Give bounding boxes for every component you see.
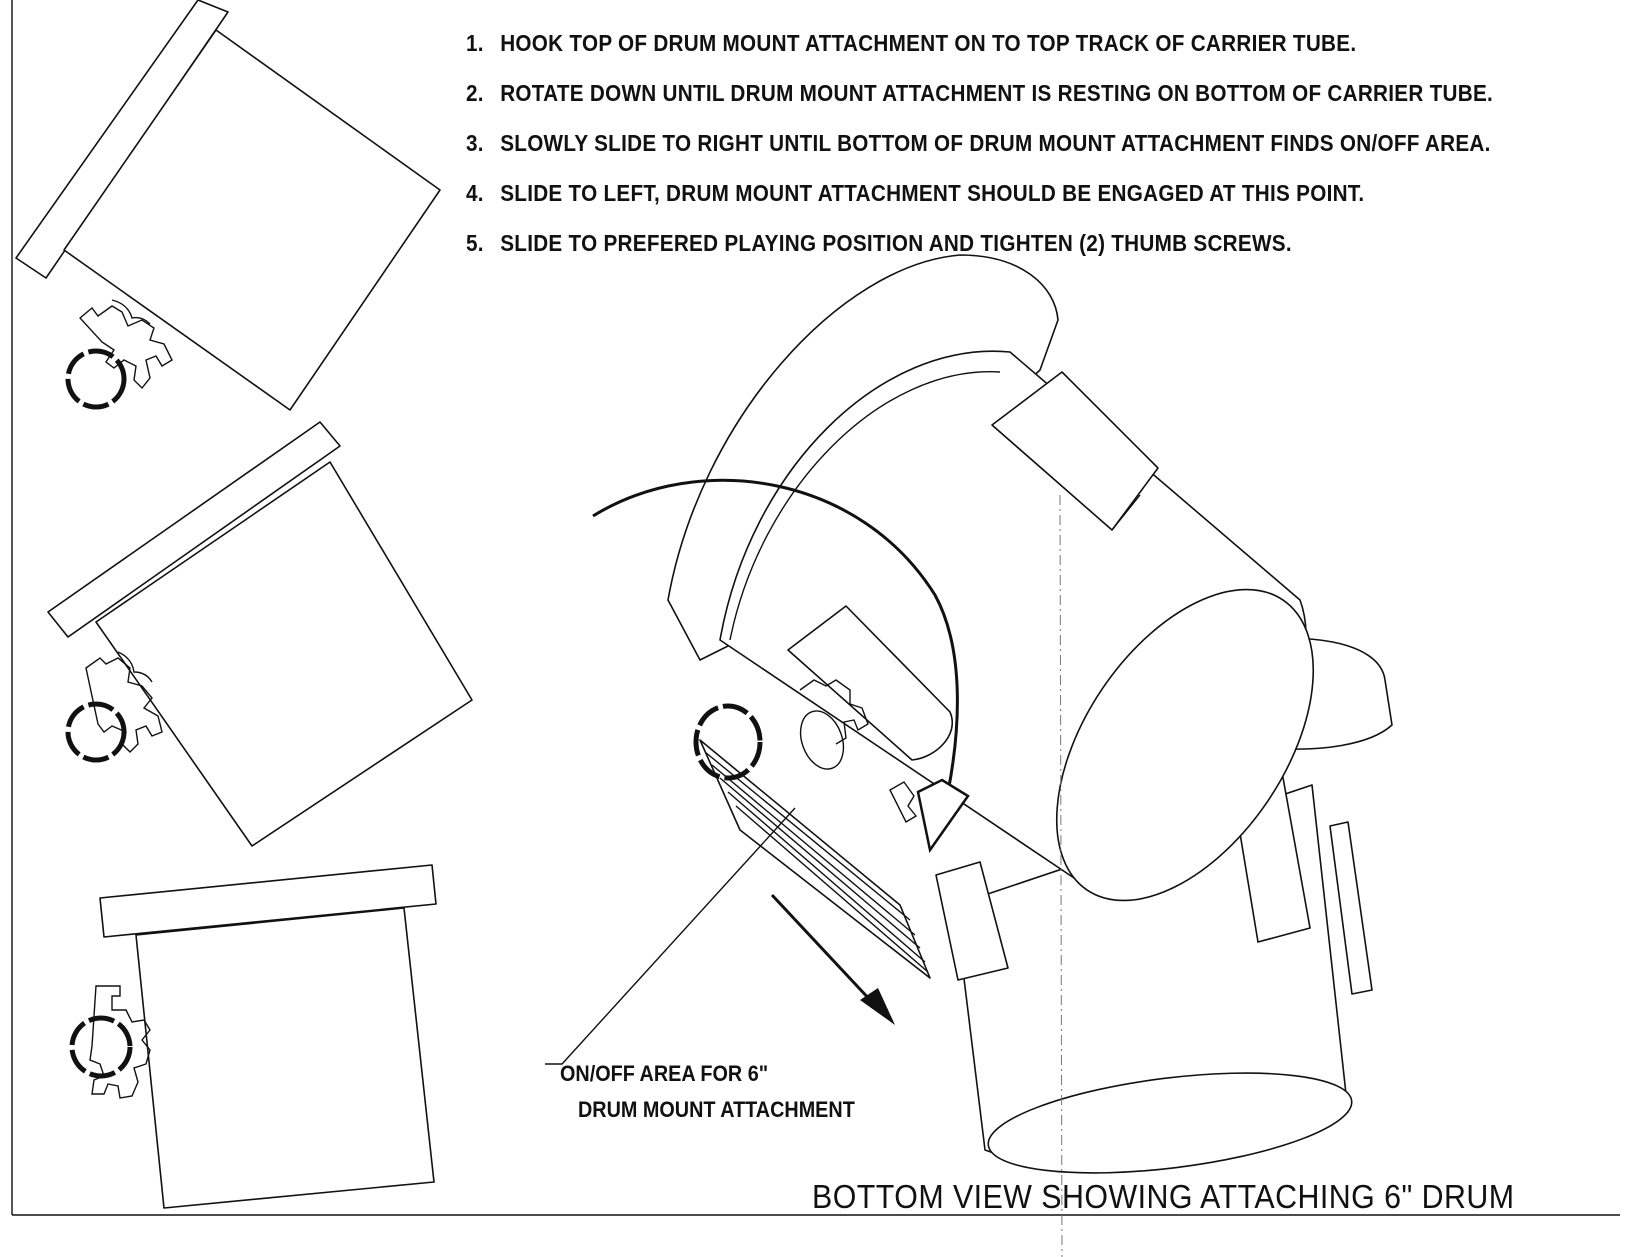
large-drum-inner-rim bbox=[729, 371, 1001, 641]
rotate-down-arrow bbox=[592, 478, 959, 793]
carrier-tube-assembly bbox=[693, 679, 931, 979]
step3-drum-shell bbox=[135, 907, 435, 1209]
drawing-caption: BOTTOM VIEW SHOWING ATTACHING 6" DRUM bbox=[812, 1178, 1515, 1215]
step3-drum-rim bbox=[99, 864, 437, 938]
step1-mount-clamp bbox=[78, 299, 173, 390]
carrier-tube-end bbox=[693, 703, 763, 781]
instruction-text: HOOK TOP OF DRUM MOUNT ATTACHMENT ON TO … bbox=[500, 30, 1357, 56]
instruction-step-4: 4.SLIDE TO LEFT, DRUM MOUNT ATTACHMENT S… bbox=[466, 180, 1365, 206]
carrier-tube-inner bbox=[799, 710, 845, 770]
callout-line-2: DRUM MOUNT ATTACHMENT bbox=[578, 1097, 855, 1122]
step2-drum-figure bbox=[47, 421, 473, 847]
mount-clamp-detail bbox=[799, 679, 869, 745]
callout-leader-line bbox=[545, 807, 796, 1065]
instruction-step-2: 2.ROTATE DOWN UNTIL DRUM MOUNT ATTACHMEN… bbox=[466, 80, 1494, 106]
callout-line-1: ON/OFF AREA FOR 6" bbox=[560, 1061, 769, 1086]
on-off-area-callout: ON/OFF AREA FOR 6" DRUM MOUNT ATTACHMENT bbox=[560, 1056, 855, 1128]
instruction-step-5: 5.SLIDE TO PREFERED PLAYING POSITION AND… bbox=[466, 230, 1292, 256]
step2-mount-clamp bbox=[85, 651, 163, 753]
stand-base-bottom bbox=[987, 1072, 1353, 1174]
step2-drum-shell bbox=[95, 461, 473, 847]
step1-drum-shell bbox=[63, 29, 441, 411]
step1-carrier-tube bbox=[65, 348, 127, 410]
step1-drum-figure bbox=[15, 0, 441, 411]
instruction-step-1: 1.HOOK TOP OF DRUM MOUNT ATTACHMENT ON T… bbox=[466, 30, 1357, 56]
rotate-arrowhead bbox=[916, 778, 970, 854]
step2-drum-rim bbox=[47, 421, 341, 638]
step3-drum-figure bbox=[69, 864, 437, 1209]
bottom-view-assembly bbox=[545, 254, 1393, 1257]
instruction-text: SLOWLY SLIDE TO RIGHT UNTIL BOTTOM OF DR… bbox=[500, 130, 1491, 156]
step3-carrier-tube bbox=[69, 1015, 133, 1079]
large-drum-front-face bbox=[1055, 588, 1315, 902]
instruction-text: ROTATE DOWN UNTIL DRUM MOUNT ATTACHMENT … bbox=[500, 80, 1494, 106]
step3-mount-clamp bbox=[89, 985, 151, 1099]
instruction-text: SLIDE TO PREFERED PLAYING POSITION AND T… bbox=[500, 230, 1292, 256]
slide-arrowhead bbox=[860, 988, 895, 1025]
step1-drum-rim bbox=[15, 0, 229, 279]
support-post bbox=[935, 861, 1009, 981]
assembly-instructions: 1.HOOK TOP OF DRUM MOUNT ATTACHMENT ON T… bbox=[466, 18, 1607, 268]
step2-carrier-tube bbox=[65, 701, 127, 763]
instruction-text: SLIDE TO LEFT, DRUM MOUNT ATTACHMENT SHO… bbox=[500, 180, 1365, 206]
instruction-step-3: 3.SLOWLY SLIDE TO RIGHT UNTIL BOTTOM OF … bbox=[466, 130, 1491, 156]
center-line-vertical bbox=[1059, 494, 1063, 1257]
drum-lower-lug bbox=[787, 605, 953, 761]
slide-direction-line bbox=[770, 893, 874, 1004]
drum-top-lug bbox=[991, 371, 1159, 531]
stand-far-block bbox=[1329, 821, 1373, 995]
